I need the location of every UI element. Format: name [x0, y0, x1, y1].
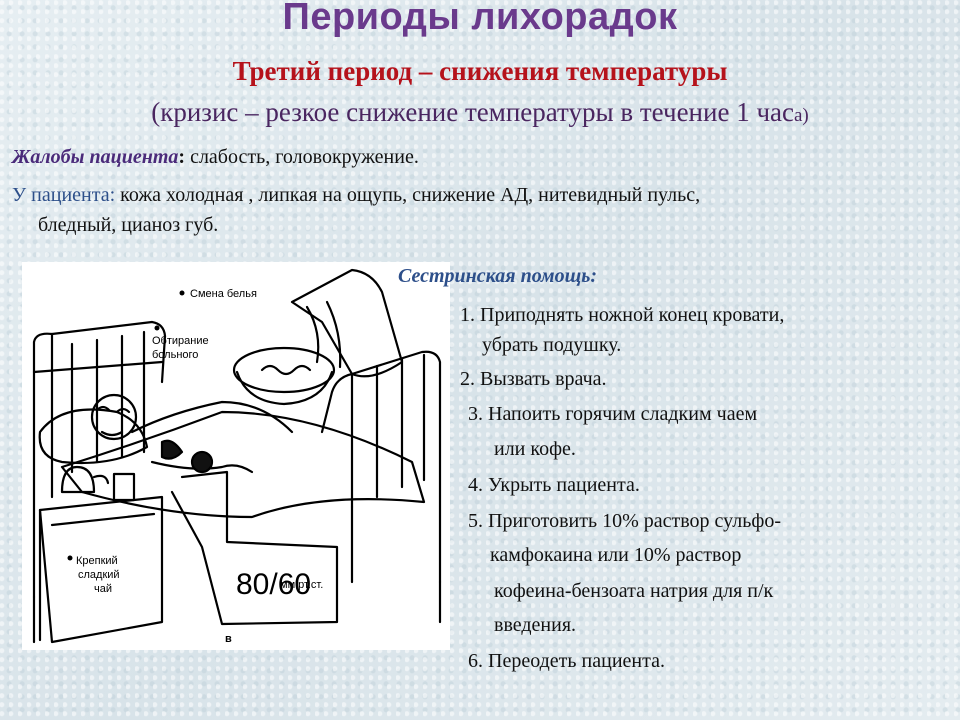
nursing-care-title: Сестринская помощь: [398, 265, 598, 287]
complaints-line: Жалобы пациента: слабость, головокружени… [12, 146, 419, 169]
slide-title: Периоды лихорадок [282, 0, 678, 38]
figure-label-tea-3: чай [94, 583, 112, 595]
bp-value: 80/60 [236, 568, 311, 601]
patient-signs: У пациента: кожа холодная , липкая на ощ… [12, 180, 942, 240]
patient-text-2: бледный, цианоз губ. [38, 214, 219, 236]
care-step-3: 3. Напоить горячим сладким чаем [468, 403, 758, 425]
bullet-linen [179, 290, 185, 296]
care-step-1: 1. Приподнять ножной конец кровати, [460, 304, 785, 326]
care-step-5-cont-3: введения. [494, 614, 577, 636]
complaints-label: Жалобы пациента [12, 146, 179, 168]
bp-unit: мм рт.ст. [280, 579, 323, 591]
figure-label-tea-1: Крепкий [76, 555, 118, 567]
care-step-6: 6. Переодеть пациента. [468, 650, 665, 672]
period-subtitle: Третий период – снижения температуры [232, 56, 728, 86]
patient-illustration: Смена белья Обтирание больного Крепкий с… [22, 262, 450, 650]
care-step-5: 5. Приготовить 10% раствор сульфо- [468, 510, 781, 532]
crisis-definition: (кризис – резкое снижение температуры в … [0, 97, 960, 128]
complaints-text: слабость, головокружение. [185, 146, 419, 168]
figure-letter: в [225, 633, 232, 645]
figure-label-linen: Смена белья [190, 288, 257, 300]
bed-drawing: Смена белья Обтирание больного Крепкий с… [32, 268, 442, 645]
care-step-2: 2. Вызвать врача. [460, 368, 607, 390]
figure-label-wipe-1: Обтирание [152, 335, 209, 347]
bullet-wipe [154, 325, 160, 331]
complaints-colon: : [178, 146, 186, 168]
bullet-tea [67, 555, 73, 561]
patient-text-1: кожа холодная , липкая на ощупь, снижени… [115, 184, 701, 206]
care-step-1-cont: убрать подушку. [482, 334, 622, 356]
care-step-3-cont: или кофе. [494, 438, 576, 460]
patient-label: У пациента: [12, 184, 116, 206]
crisis-tail-text: а) [794, 105, 809, 126]
care-step-4: 4. Укрыть пациента. [468, 474, 640, 496]
care-step-5-cont-2: кофеина-бензоата натрия для п/к [494, 580, 774, 602]
figure-label-tea-2: сладкий [78, 569, 120, 581]
crisis-main-text: (кризис – резкое снижение температуры в … [151, 97, 794, 127]
figure-label-wipe-2: больного [152, 349, 198, 361]
care-step-5-cont-1: камфокаина или 10% раствор [490, 544, 742, 566]
